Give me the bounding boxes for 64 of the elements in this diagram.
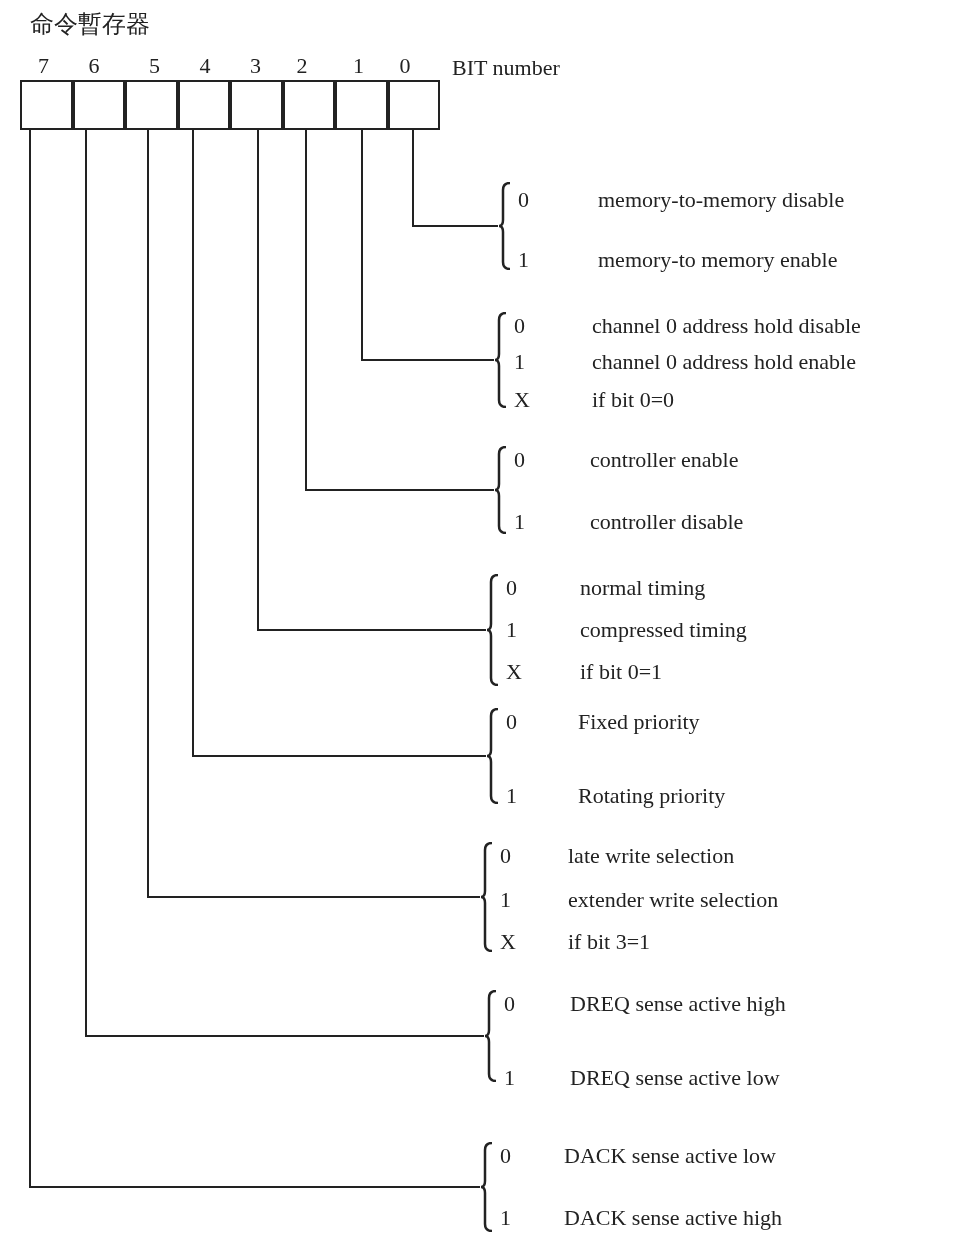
bit-value: 1 xyxy=(514,350,525,374)
option-description: DACK sense active high xyxy=(564,1206,783,1230)
bit-value: 1 xyxy=(506,784,517,808)
bit-value: 0 xyxy=(514,448,525,472)
bit-value: 0 xyxy=(518,188,529,212)
leader-line xyxy=(85,129,485,1037)
bit-cell xyxy=(335,80,388,130)
bit-value: 1 xyxy=(514,510,525,534)
bit-value: 1 xyxy=(500,1206,511,1230)
bit-value: 1 xyxy=(504,1066,515,1090)
bit-value: X xyxy=(514,388,530,412)
bit-value: 1 xyxy=(518,248,529,272)
option-description: Fixed priority xyxy=(578,710,700,734)
option-description: if bit 3=1 xyxy=(568,930,651,954)
leader-line xyxy=(147,129,481,898)
option-description: Rotating priority xyxy=(578,784,726,808)
option-description: DACK sense active low xyxy=(564,1144,776,1168)
leader-line xyxy=(412,129,499,227)
bit-value: 1 xyxy=(506,618,517,642)
bit-value: 0 xyxy=(500,1144,511,1168)
option-description: if bit 0=1 xyxy=(580,660,663,684)
bit-cell xyxy=(72,80,125,130)
bit-number: 1 xyxy=(353,54,364,78)
option-description: extender write selection xyxy=(568,888,779,912)
bit-value: 1 xyxy=(500,888,511,912)
axis-caption: BIT number xyxy=(452,56,560,80)
leader-line xyxy=(257,129,487,631)
bit-number: 5 xyxy=(149,54,160,78)
option-description: normal timing xyxy=(580,576,706,600)
bit-value: 0 xyxy=(500,844,511,868)
option-description: memory-to memory enable xyxy=(598,248,838,272)
option-description: channel 0 address hold disable xyxy=(592,314,861,338)
leader-line xyxy=(29,129,481,1188)
option-description: channel 0 address hold enable xyxy=(592,350,856,374)
bit-number: 6 xyxy=(88,54,100,78)
leader-line xyxy=(361,129,495,361)
bit-number: 7 xyxy=(38,54,49,78)
bit-cell xyxy=(230,80,283,130)
bit-number: 0 xyxy=(399,54,411,78)
option-description: memory-to-memory disable xyxy=(598,188,845,212)
option-description: if bit 0=0 xyxy=(592,388,675,412)
bit-cell xyxy=(387,80,440,130)
bit-value: 0 xyxy=(506,576,517,600)
leader-line xyxy=(305,129,495,491)
bit-cell xyxy=(282,80,335,130)
bit-number: 4 xyxy=(199,54,211,78)
option-description: DREQ sense active high xyxy=(570,992,786,1016)
bit-value: 0 xyxy=(514,314,525,338)
bit-value: X xyxy=(500,930,516,954)
option-description: controller disable xyxy=(590,510,744,534)
bit-value: X xyxy=(506,660,522,684)
bit-number: 2 xyxy=(296,54,308,78)
option-description: DREQ sense active low xyxy=(570,1066,780,1090)
leader-line xyxy=(192,129,487,757)
register-title: 命令暫存器 xyxy=(30,12,150,36)
option-description: late write selection xyxy=(568,844,735,868)
bit-cell xyxy=(125,80,178,130)
option-description: compressed timing xyxy=(580,618,747,642)
bit-value: 0 xyxy=(504,992,515,1016)
bit-value: 0 xyxy=(506,710,517,734)
option-description: controller enable xyxy=(590,448,739,472)
bit-cell xyxy=(20,80,73,130)
bit-cell xyxy=(177,80,230,130)
bit-number: 3 xyxy=(250,54,261,78)
